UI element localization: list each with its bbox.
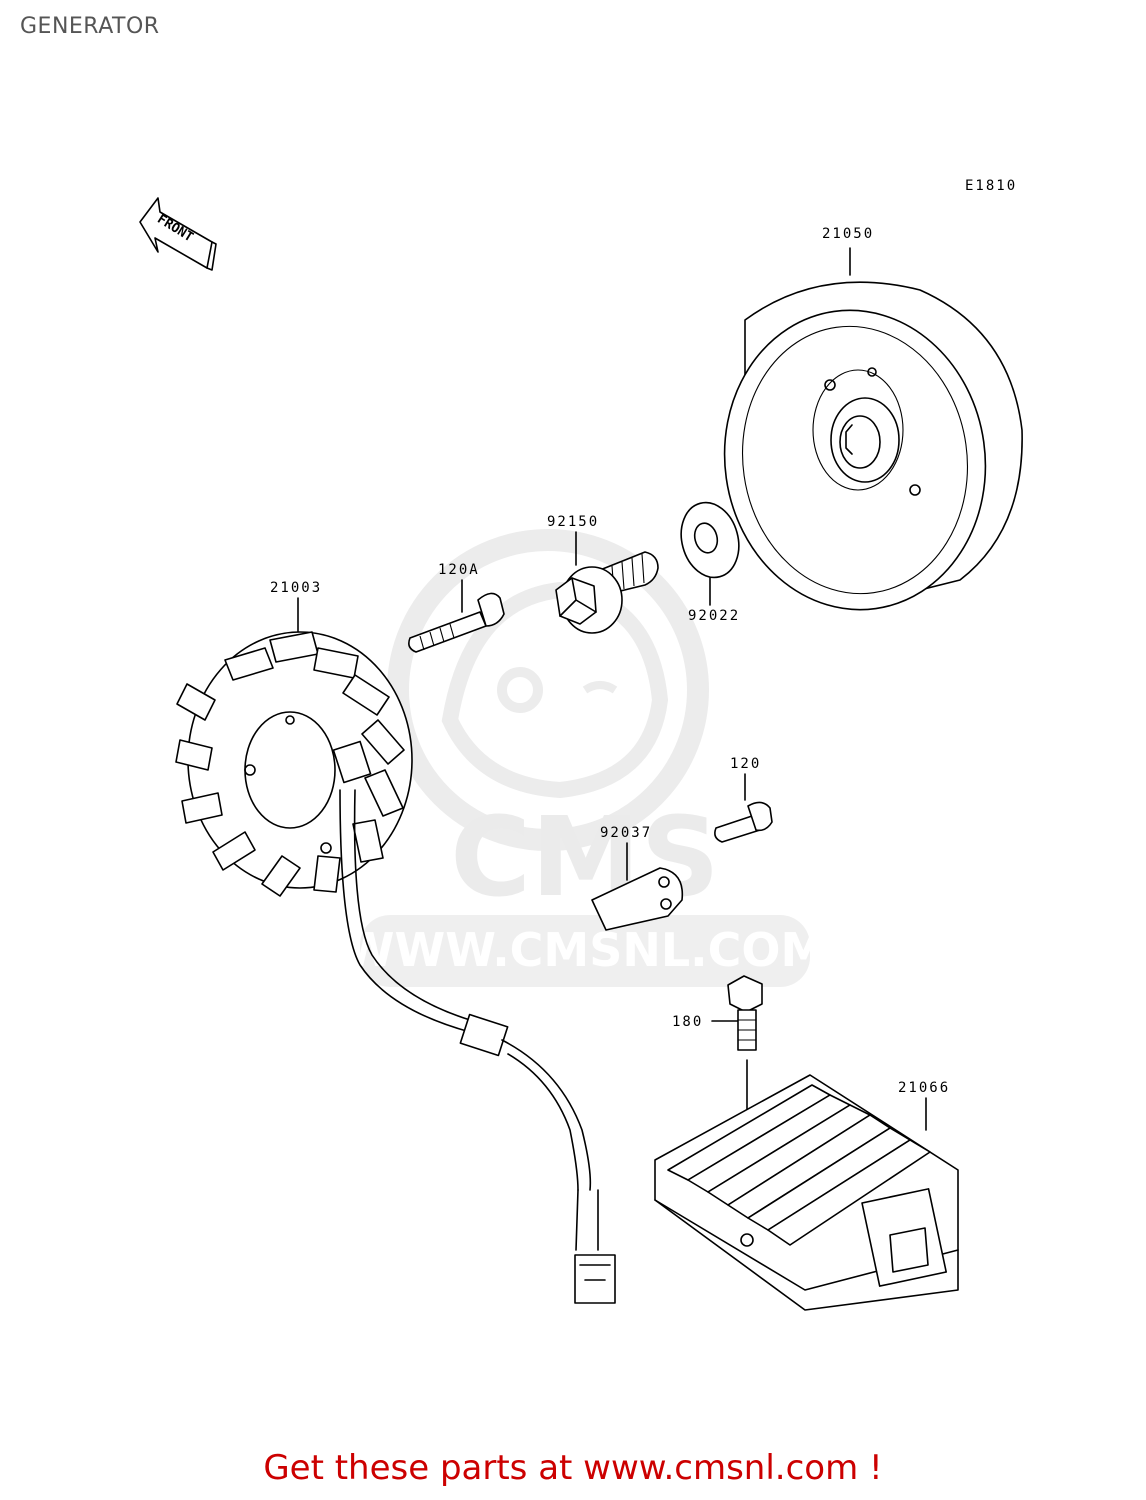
part-label-180: 180	[672, 1014, 703, 1030]
watermark-url: WWW.CMSNL.COM	[344, 923, 827, 977]
part-label-120A: 120A	[438, 562, 480, 578]
part-label-21003: 21003	[270, 580, 322, 596]
bolt-120-icon: 120	[714, 756, 773, 843]
part-label-92037: 92037	[600, 825, 652, 841]
footer-cta-link[interactable]: Get these parts at www.cmsnl.com !	[263, 1448, 883, 1488]
part-label-92022: 92022	[688, 608, 740, 624]
bolt-120A-icon: 120A	[408, 562, 505, 653]
part-label-21050: 21050	[822, 226, 874, 242]
part-label-120: 120	[730, 756, 761, 772]
regulator-21066-icon: 21066	[654, 1074, 959, 1311]
cmsnl-watermark-logo: CMS WWW.CMSNL.COM	[344, 529, 827, 987]
bolt-92150-icon: 92150	[547, 514, 659, 634]
rotor-21050-icon: 21050	[723, 226, 1023, 611]
stator-21003-icon: 21003	[175, 580, 616, 1304]
part-label-21066: 21066	[898, 1080, 950, 1096]
parts-diagram: CMS WWW.CMSNL.COM E1810 FRONT 21050 9202…	[139, 178, 1023, 1311]
clamp-92037-icon: 92037	[591, 825, 684, 931]
washer-92022-icon: 92022	[680, 501, 740, 624]
front-arrow-icon: FRONT	[139, 197, 217, 271]
bolt-180-icon: 180	[672, 975, 763, 1241]
page-title: GENERATOR	[20, 14, 160, 39]
ref-code: E1810	[965, 178, 1017, 194]
part-label-92150: 92150	[547, 514, 599, 530]
